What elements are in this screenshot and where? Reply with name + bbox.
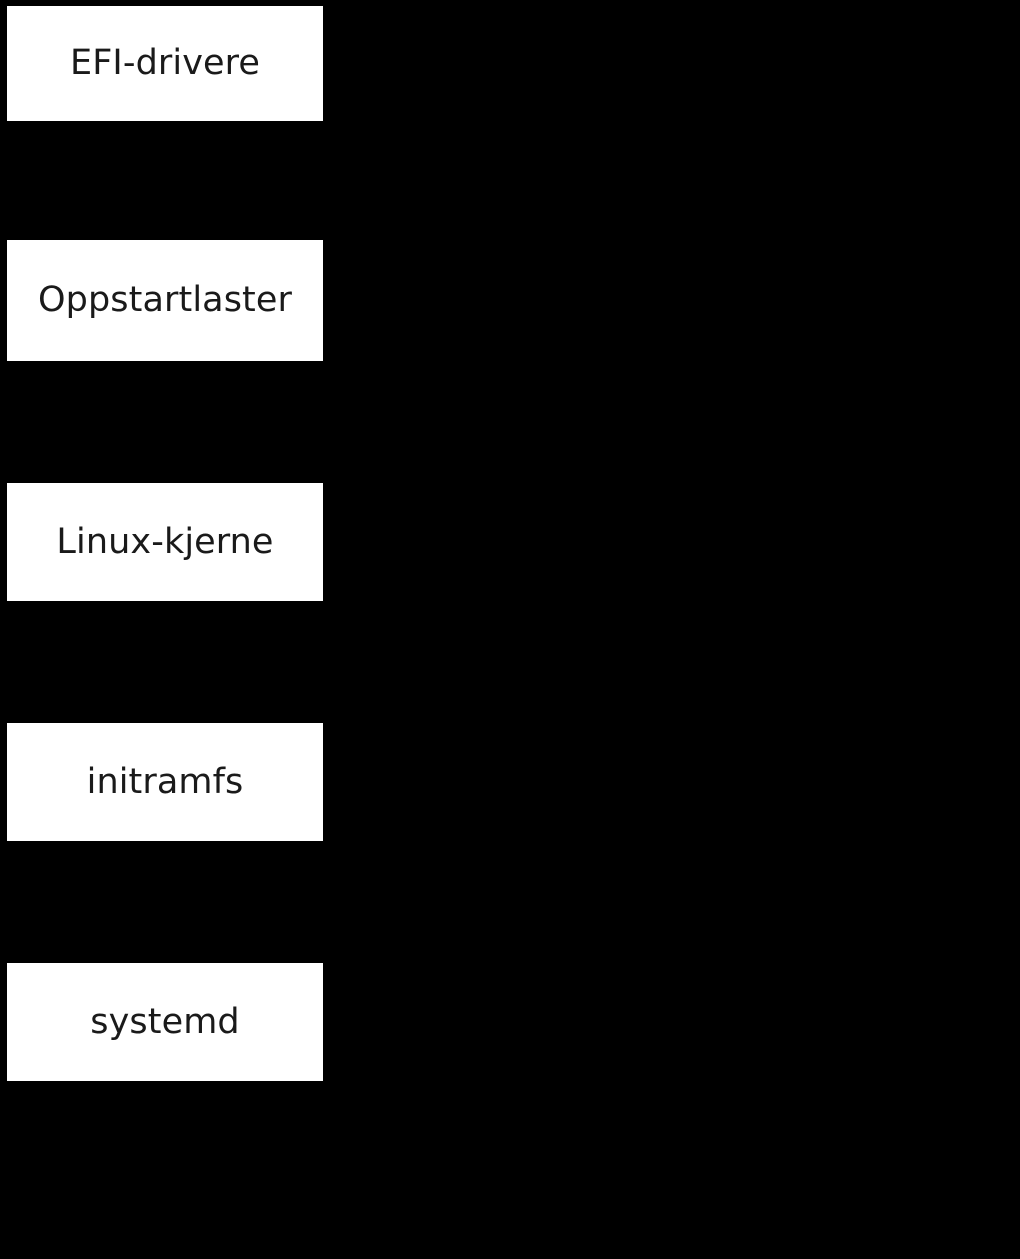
stage-box-oppstartlaster[interactable]: Oppstartlaster <box>7 240 323 361</box>
stage-label: Oppstartlaster <box>38 280 292 320</box>
stage-box-systemd[interactable]: systemd <box>7 963 323 1081</box>
stage-label: initramfs <box>86 761 244 802</box>
stage-box-initramfs[interactable]: initramfs <box>7 723 323 841</box>
stage-label: systemd <box>90 1001 240 1042</box>
stage-box-linux-kjerne[interactable]: Linux-kjerne <box>7 483 323 601</box>
stage-box-efi-drivere[interactable]: EFI-drivere <box>7 6 323 121</box>
stage-label: EFI-drivere <box>69 43 261 83</box>
stage-label: Linux-kjerne <box>56 521 274 562</box>
